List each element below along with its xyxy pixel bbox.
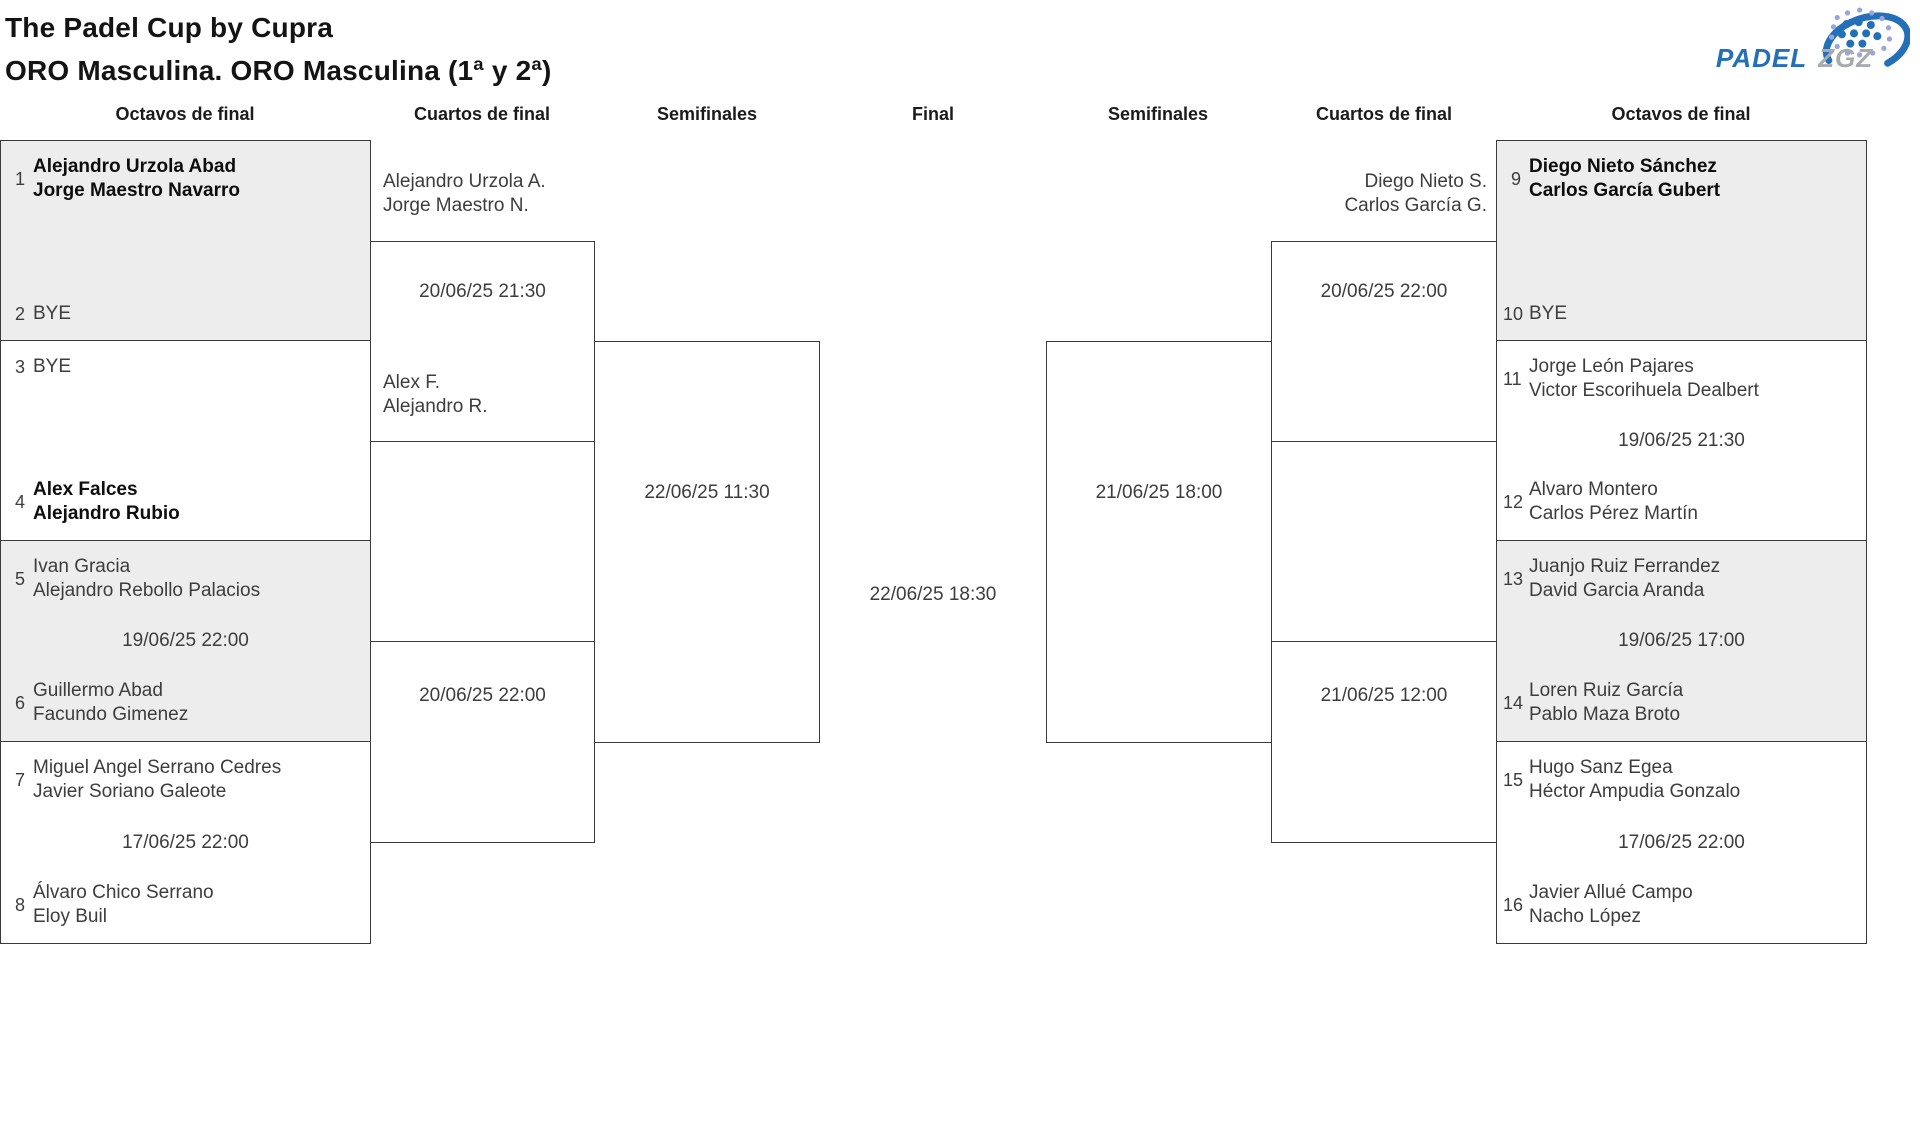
match-time: 19/06/25 17:00 (1618, 630, 1745, 651)
semifinal-box-right (1046, 341, 1272, 743)
round-label-semifinal-right: Semifinales (1107, 104, 1209, 124)
qf-left-top-winner-from-match-2: Alex F.Alejandro R. (383, 372, 488, 417)
qf-left-top-time: 20/06/25 21:30 (419, 281, 546, 302)
seed-number: 13 (1503, 568, 1524, 589)
semifinal-right-time: 21/06/25 18:00 (1095, 482, 1223, 503)
svg-text:PADEL ZGZ: PADEL ZGZ (1716, 43, 1873, 73)
seed-number: 2 (14, 303, 25, 324)
seed-number: 7 (14, 769, 25, 790)
semifinal-box-left (594, 341, 820, 743)
team-seed-10: 10 BYE (1503, 302, 1862, 326)
qf-right-top-time: 20/06/25 22:00 (1320, 281, 1448, 302)
logo-text-padel: PADEL (1716, 43, 1807, 73)
round-label-octavos-left: Octavos de final (115, 104, 255, 124)
seed-number: 5 (14, 568, 25, 589)
seed-number: 4 (14, 491, 25, 512)
team-seed-3: 3 BYE (7, 355, 366, 379)
seed-number: 15 (1503, 769, 1524, 790)
page-subtitle: ORO Masculina. ORO Masculina (1ª y 2ª) (5, 55, 552, 86)
seed-number: 14 (1503, 692, 1524, 713)
seed-number: 11 (1503, 368, 1522, 389)
match-time: 19/06/25 22:00 (122, 630, 249, 651)
quarterfinal-box-left-bottom (370, 641, 595, 843)
padel-racket-icon (1822, 7, 1910, 67)
match-time: 17/06/25 22:00 (1618, 831, 1745, 853)
padelzgz-logo: PADEL ZGZ (1716, 7, 1910, 73)
seed-number: 6 (14, 692, 25, 713)
seed-number: 8 (14, 894, 25, 915)
seed-number: 1 (14, 168, 25, 189)
qf-right-bottom-time: 21/06/25 12:00 (1320, 685, 1448, 706)
round-label-cuartos-left: Cuartos de final (413, 104, 551, 124)
team-seed-2: 2 BYE (7, 302, 366, 326)
round-label-cuartos-right: Cuartos de final (1315, 104, 1453, 124)
seed-number: 10 (1503, 303, 1524, 324)
seed-number: 16 (1503, 894, 1524, 915)
match-time: 19/06/25 21:30 (1618, 429, 1745, 451)
quarterfinal-box-right-bottom (1271, 641, 1497, 843)
qf-right-top-winner-from-match-9: Diego Nieto S.Carlos García G. (1344, 171, 1487, 216)
seed-number: 9 (1510, 168, 1521, 189)
round-label-final: Final (911, 104, 955, 124)
semifinal-left-time: 22/06/25 11:30 (644, 482, 770, 503)
seed-number: 3 (14, 356, 25, 377)
seed-number: 12 (1503, 491, 1524, 512)
match-time: 17/06/25 22:00 (122, 831, 249, 853)
page-title: The Padel Cup by Cupra (5, 12, 333, 43)
round-label-semifinal-left: Semifinales (656, 104, 758, 124)
player-names: BYE (33, 356, 72, 377)
qf-left-top-winner-from-match-1: Alejandro Urzola A.Jorge Maestro N. (383, 171, 546, 216)
quarterfinal-box-right-top (1271, 241, 1497, 442)
player-names: BYE (1529, 303, 1568, 324)
qf-left-bottom-time: 20/06/25 22:00 (419, 685, 546, 706)
logo-text-zgz: ZGZ (1817, 43, 1873, 73)
player-names: BYE (33, 303, 72, 324)
round-label-octavos-right: Octavos de final (1611, 104, 1751, 124)
final-time: 22/06/25 18:30 (869, 584, 997, 605)
